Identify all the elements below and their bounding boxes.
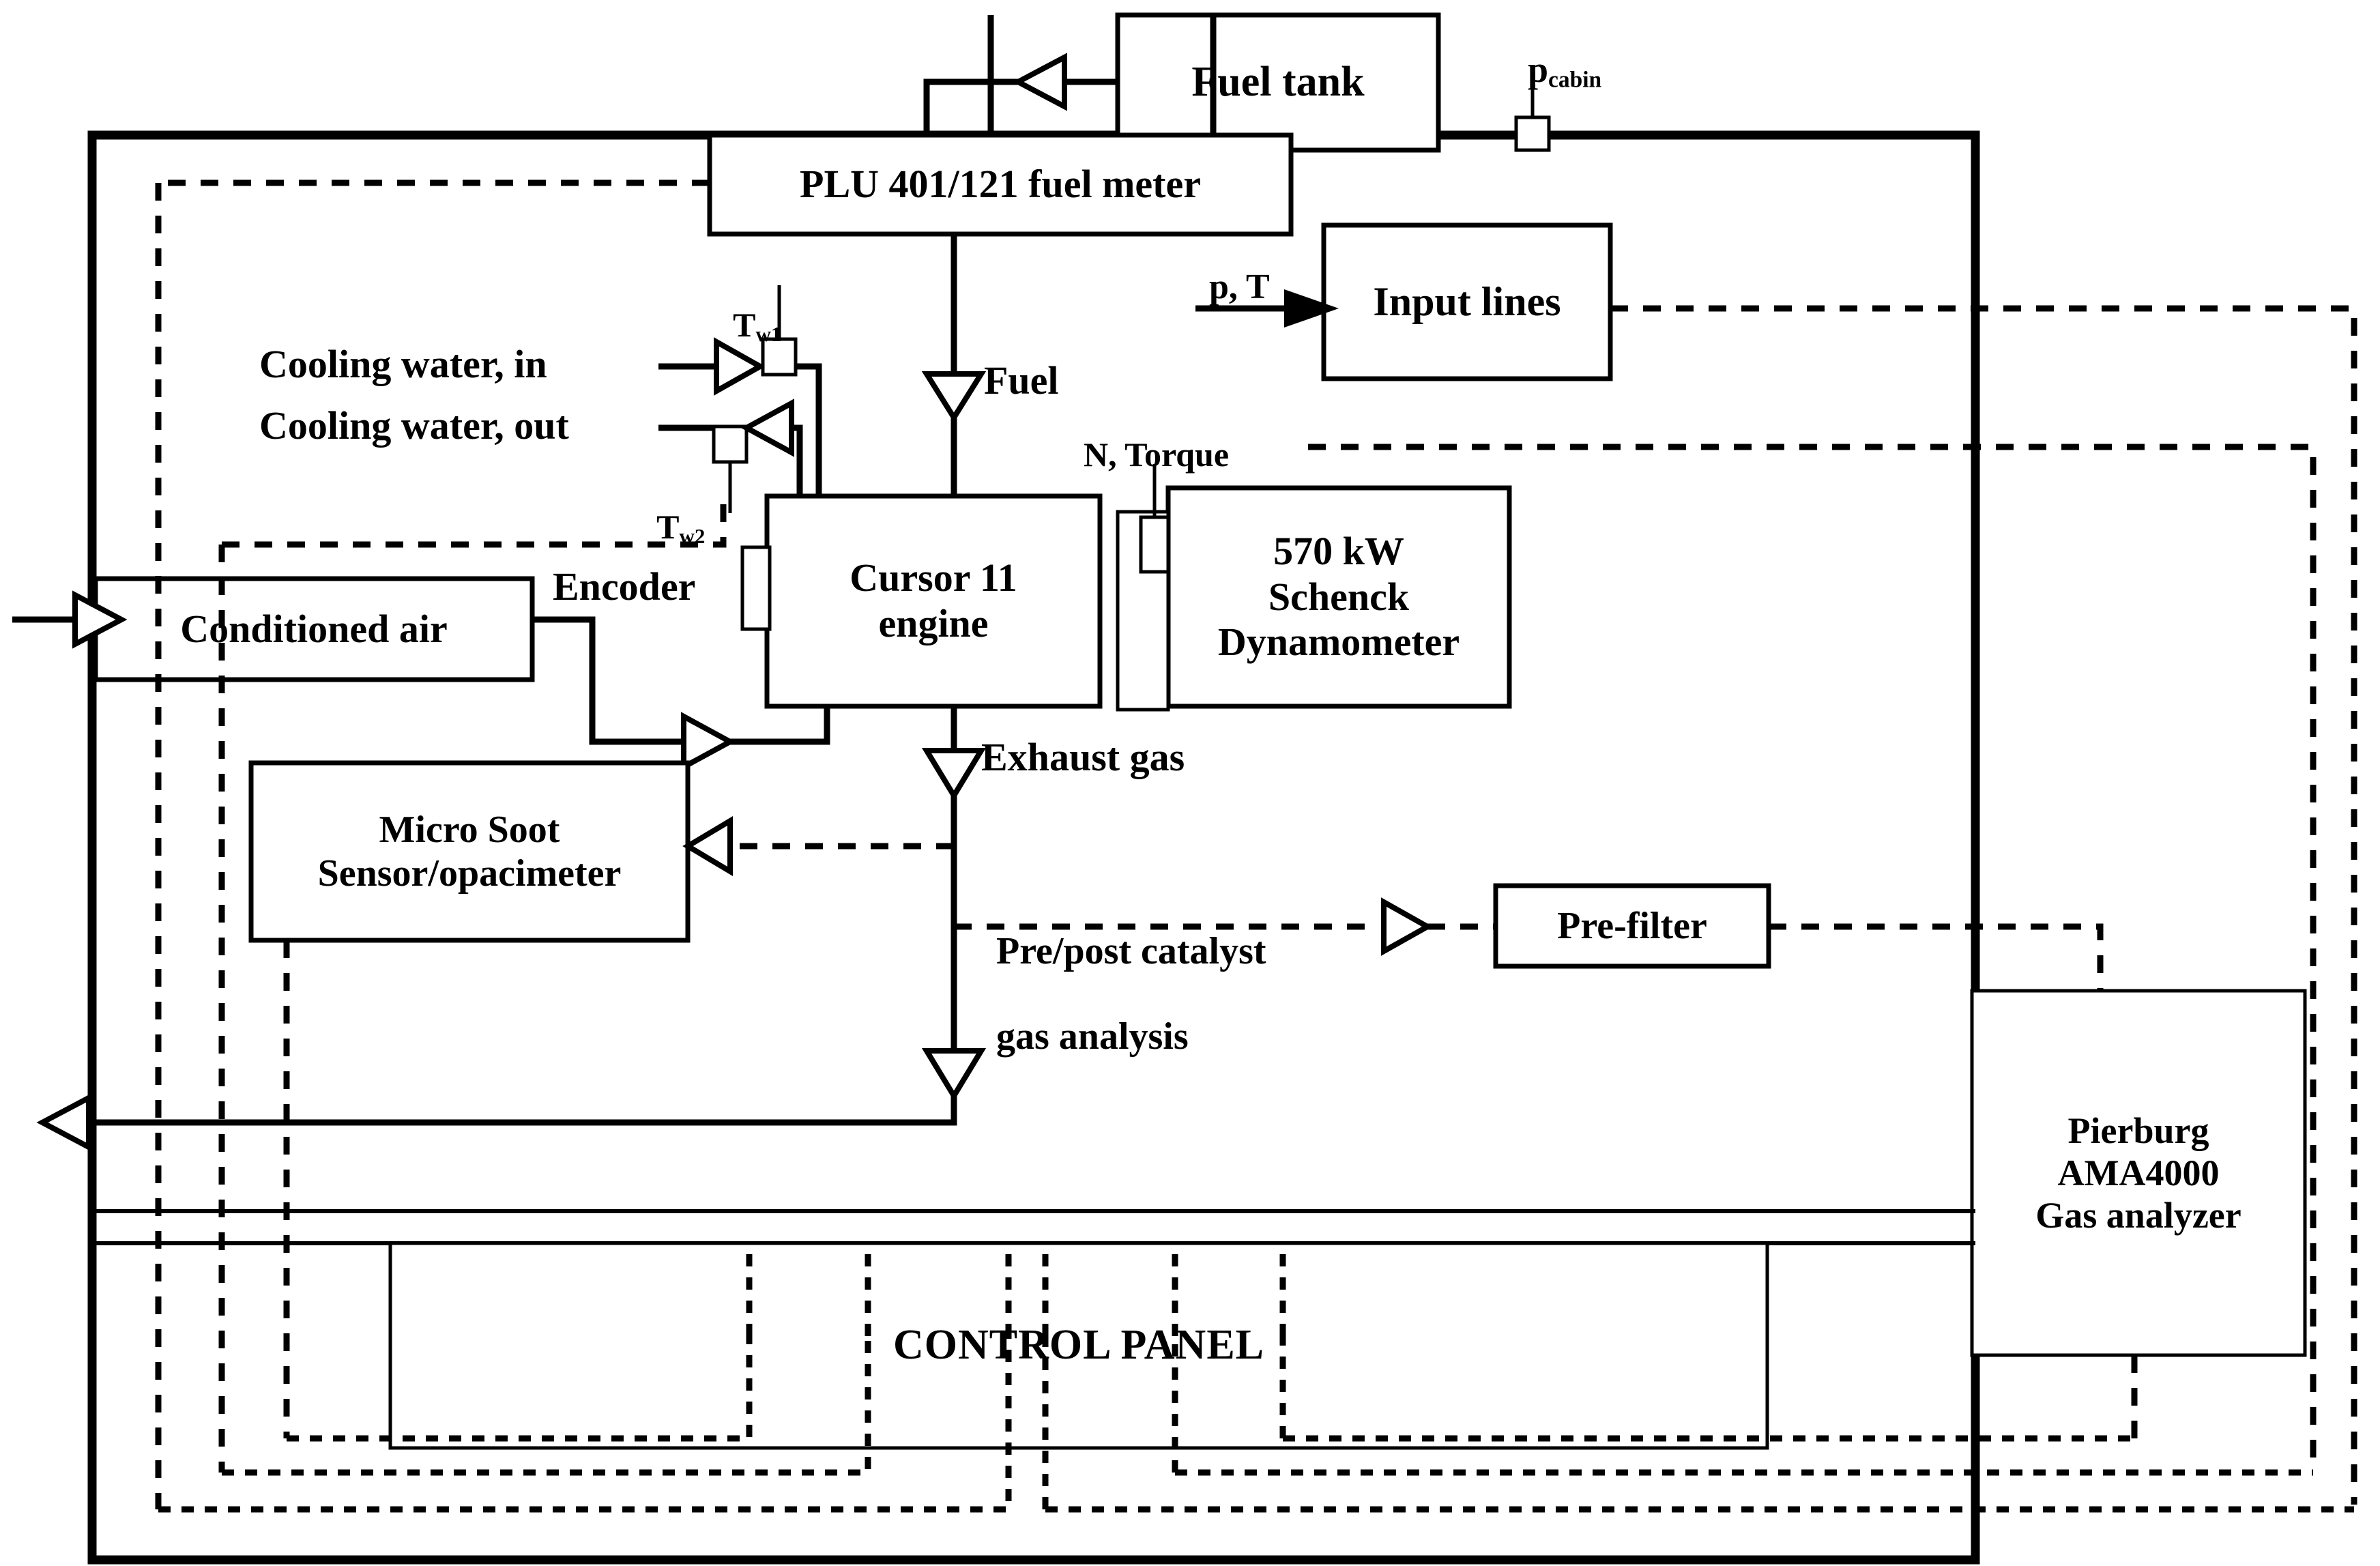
soot-label-line2: Sensor/opacimeter xyxy=(317,852,622,895)
n-torque-label: N, Torque xyxy=(1084,435,1230,474)
dyno-label-line2: Schenck xyxy=(1268,574,1410,619)
tw2-label: Tw2 xyxy=(640,469,705,549)
conditioned-air-label: Conditioned air xyxy=(180,606,448,651)
tw2-subscript: w2 xyxy=(679,523,706,548)
dyno-label-line3: Dynamometer xyxy=(1217,620,1460,665)
cooling-water-out-label: Cooling water, out xyxy=(259,403,569,448)
engine-label-line2: engine xyxy=(878,601,989,646)
gas-analyzer-label: Pierburg AMA4000 Gas analyzer xyxy=(1972,991,2305,1355)
fuel-label: Fuel xyxy=(984,358,1059,403)
tw1-symbol: T xyxy=(733,306,756,344)
dyno-label-line1: 570 kW xyxy=(1273,528,1404,573)
p-cabin-symbol: p xyxy=(1528,49,1549,91)
exhaust-gas-label: Exhaust gas xyxy=(981,735,1185,779)
p-cabin-label: pcabin xyxy=(1509,8,1601,93)
gas-analysis-line2: gas analysis xyxy=(996,1015,1189,1058)
analyzer-label-line1: Pierburg xyxy=(2067,1110,2209,1151)
input-lines-label: Input lines xyxy=(1373,279,1561,324)
fuel-tank-label: Fuel tank xyxy=(1191,59,1365,106)
encoder-label: Encoder xyxy=(553,564,696,609)
dynamometer-label: 570 kW Schenck Dynamometer xyxy=(1168,488,1509,706)
tw2-symbol: T xyxy=(656,508,680,546)
p-cabin-subscript: cabin xyxy=(1548,67,1602,93)
p-t-label: p, T xyxy=(1209,267,1270,306)
gas-analysis-line1: Pre/post catalyst xyxy=(996,929,1266,972)
engine-label-line1: Cursor 11 xyxy=(850,555,1017,600)
analyzer-label-line3: Gas analyzer xyxy=(2035,1195,2241,1236)
soot-label-line1: Micro Soot xyxy=(379,808,560,851)
tw1-subscript: w1 xyxy=(755,321,782,346)
tw1-label: Tw1 xyxy=(716,267,781,347)
analyzer-label-line2: AMA4000 xyxy=(2057,1152,2220,1193)
engine-label: Cursor 11 engine xyxy=(767,496,1100,706)
control-panel-label: CONTROL PANEL xyxy=(893,1322,1265,1369)
micro-soot-sensor-label: Micro Soot Sensor/opacimeter xyxy=(251,763,688,940)
prefilter-label: Pre-filter xyxy=(1557,904,1707,947)
fuel-meter-label: PLU 401/121 fuel meter xyxy=(800,162,1201,207)
gas-analysis-label: Pre/post catalyst gas analysis xyxy=(977,887,1266,1058)
cooling-water-in-label: Cooling water, in xyxy=(259,342,547,386)
